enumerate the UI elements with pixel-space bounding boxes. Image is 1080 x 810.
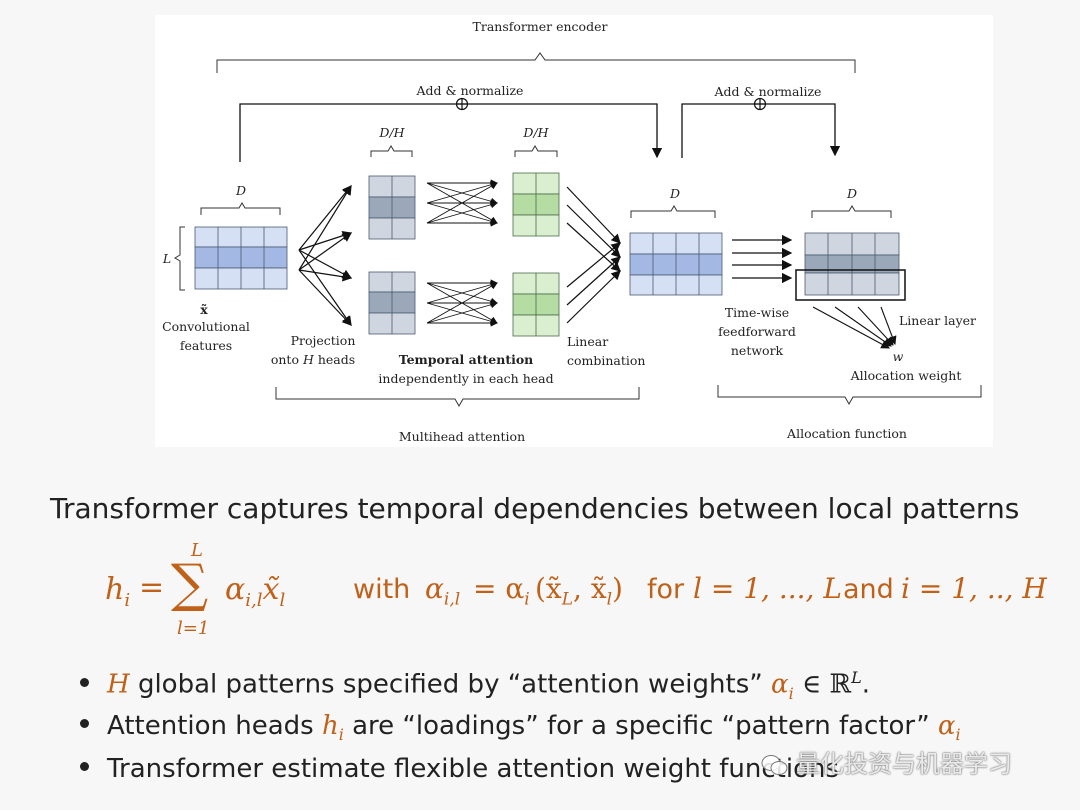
formula-with: with [353, 574, 411, 605]
formula-args: (x̃L, x̃l) [535, 572, 623, 610]
encoder-brace [216, 52, 856, 73]
formula-alpha-rhs: = αi [473, 572, 530, 610]
transformer-diagram: Transformer encoder Add & normalize Add … [155, 15, 993, 447]
input-matrix [194, 226, 288, 290]
conv-label-2: features [180, 338, 232, 353]
output-matrix [804, 232, 900, 296]
linear-label-1: Linear [567, 334, 608, 349]
formula-for: for [647, 574, 685, 605]
temporal-attention-sublabel: independently in each head [378, 371, 553, 386]
allocation-weight-label: Allocation weight [850, 368, 962, 383]
head-1-input-matrix [368, 175, 416, 240]
encoder-label: Transformer encoder [473, 19, 608, 34]
combined-matrix [629, 232, 723, 296]
formula-range1: l = 1, ..., L [693, 572, 842, 605]
dim-d-1: D [235, 183, 246, 198]
temporal-attention-label: Temporal attention [399, 352, 534, 367]
bottom-braces [275, 385, 982, 408]
formula-lhs: hi [105, 572, 131, 611]
bullet-list: H global patterns specified by “attentio… [80, 668, 961, 797]
attention-formula: hi = L ∑ l=1 αi,lx̃l with αi,l = αi (x̃L… [105, 540, 1065, 645]
projection-label-2: onto H heads [271, 352, 355, 367]
linear-layer-arrows [812, 306, 897, 349]
add-normalize-label-1: Add & normalize [416, 83, 524, 98]
timewise-label-3: network [731, 343, 784, 358]
head-2-output-matrix [512, 272, 560, 337]
projection-label-1: Projection [291, 333, 356, 348]
bullet-item-1: H global patterns specified by “attentio… [80, 668, 961, 711]
last-row-highlight [795, 269, 906, 301]
formula-range2: i = 1, .., H [901, 572, 1047, 605]
sum-icon: ∑ [171, 554, 209, 614]
head-2-input-matrix [368, 271, 416, 335]
conv-label-1: Convolutional [162, 319, 250, 334]
formula-sum-top: L [191, 540, 203, 561]
bullet-dot-icon [80, 719, 89, 728]
linear-layer-label: Linear layer [899, 313, 976, 328]
residual-connections [239, 103, 841, 162]
dim-dh-2: D/H [522, 125, 549, 140]
allocation-function-label: Allocation function [786, 426, 907, 441]
slide-heading: Transformer captures temporal dependenci… [50, 492, 1020, 525]
feedforward-arrows [732, 234, 793, 284]
linear-label-2: combination [567, 353, 645, 368]
head-1-output-matrix [512, 172, 560, 237]
dim-l: L [162, 251, 171, 266]
formula-and: and [843, 574, 894, 605]
xtilde-label: x̃ [200, 302, 208, 317]
timewise-label-2: feedforward [718, 324, 796, 339]
watermark: 量化投资与机器学习 [760, 744, 1012, 779]
dim-d-3: D [846, 186, 857, 201]
formula-eq: = [139, 570, 165, 605]
formula-alpha-def: αi,l [425, 572, 461, 610]
bullet-dot-icon [80, 677, 89, 687]
formula-term: αi,lx̃l [225, 572, 286, 611]
multihead-label: Multihead attention [399, 429, 525, 444]
bullet-dot-icon [80, 762, 89, 771]
wechat-icon [761, 755, 788, 775]
add-normalize-label-2: Add & normalize [714, 84, 822, 99]
dim-dh-1: D/H [378, 125, 405, 140]
timewise-label-1: Time-wise [725, 305, 789, 320]
dimension-braces [174, 145, 892, 291]
dim-d-2: D [669, 186, 680, 201]
bullet-item-3: Transformer estimate flexible attention … [80, 754, 961, 797]
w-label: w [893, 349, 904, 364]
bullet-item-2: Attention heads hi are “loadings” for a … [80, 711, 961, 754]
attention-arrows [426, 179, 498, 327]
formula-sum-bottom: l=1 [177, 618, 210, 639]
linear-combination-arrows [566, 186, 621, 324]
projection-arrows [298, 184, 353, 326]
